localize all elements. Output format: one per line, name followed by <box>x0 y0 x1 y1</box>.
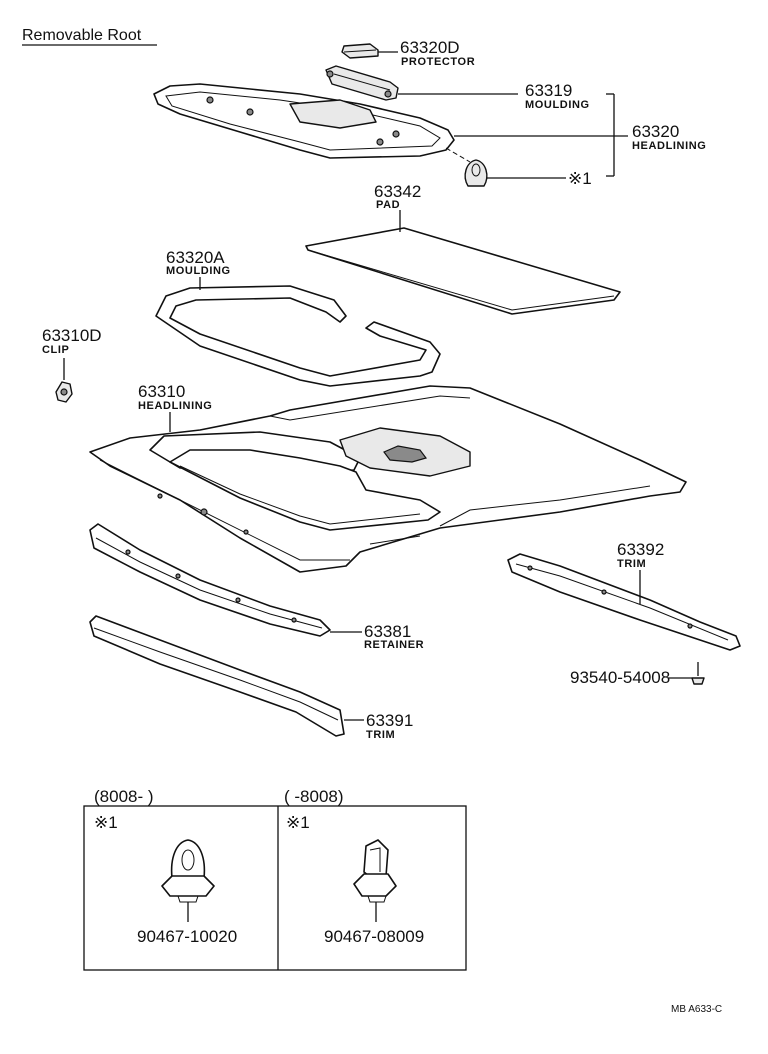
trim-63392-part <box>507 553 741 651</box>
part-number-63381: 63381 <box>364 622 411 641</box>
headlining-63320-part <box>153 83 455 159</box>
diagram-title: Removable Root <box>22 27 142 44</box>
part-number-63320D: 63320D <box>400 38 460 57</box>
ref1-mark: ※1 <box>568 169 592 188</box>
part-number-63342: 63342 <box>374 182 421 201</box>
clip-90467-10020-part <box>161 839 215 903</box>
box-left-part: 90467-10020 <box>137 927 237 946</box>
part-number-63319: 63319 <box>525 81 572 100</box>
headlining-63310-part <box>89 385 687 573</box>
part-name-63391: TRIM <box>366 729 395 741</box>
part-name-63392: TRIM <box>617 558 646 570</box>
diagram-code: MB A633-C <box>671 1004 722 1015</box>
part-number-63310: 63310 <box>138 382 185 401</box>
box-left-mark: ※1 <box>94 813 118 832</box>
moulding-63320A-part <box>155 285 441 387</box>
part-name-63342: PAD <box>376 199 400 211</box>
part-name-63320D: PROTECTOR <box>401 56 475 68</box>
clip-90467-08009-part <box>353 839 397 903</box>
part-name-63310: HEADLINING <box>138 400 212 412</box>
part-number-63320A: 63320A <box>166 248 225 267</box>
moulding-63319-part <box>325 65 399 101</box>
part-name-63310D: CLIP <box>42 344 69 356</box>
part-number-63392: 63392 <box>617 540 664 559</box>
part-name-63320A: MOULDING <box>166 265 231 277</box>
retainer-63381-part <box>89 523 331 637</box>
screw-part <box>691 662 705 685</box>
part-number-63320: 63320 <box>632 122 679 141</box>
box-right-range: ( -8008) <box>284 787 344 806</box>
clip-ref1-part <box>464 159 488 187</box>
dashed-leader-clip <box>445 147 471 163</box>
part-name-63381: RETAINER <box>364 639 424 651</box>
part-number-93540: 93540-54008 <box>570 668 670 687</box>
part-name-63319: MOULDING <box>525 99 590 111</box>
clip-63310D-part <box>55 381 73 403</box>
protector-part <box>341 43 379 59</box>
box-right-mark: ※1 <box>286 813 310 832</box>
part-number-63310D: 63310D <box>42 326 102 345</box>
pad-63342-part <box>305 227 621 315</box>
variant-box <box>83 805 467 971</box>
part-number-63391: 63391 <box>366 711 413 730</box>
trim-63391-part <box>89 615 345 737</box>
part-name-63320: HEADLINING <box>632 140 706 152</box>
box-right-part: 90467-08009 <box>324 927 424 946</box>
box-left-range: (8008- ) <box>94 787 154 806</box>
